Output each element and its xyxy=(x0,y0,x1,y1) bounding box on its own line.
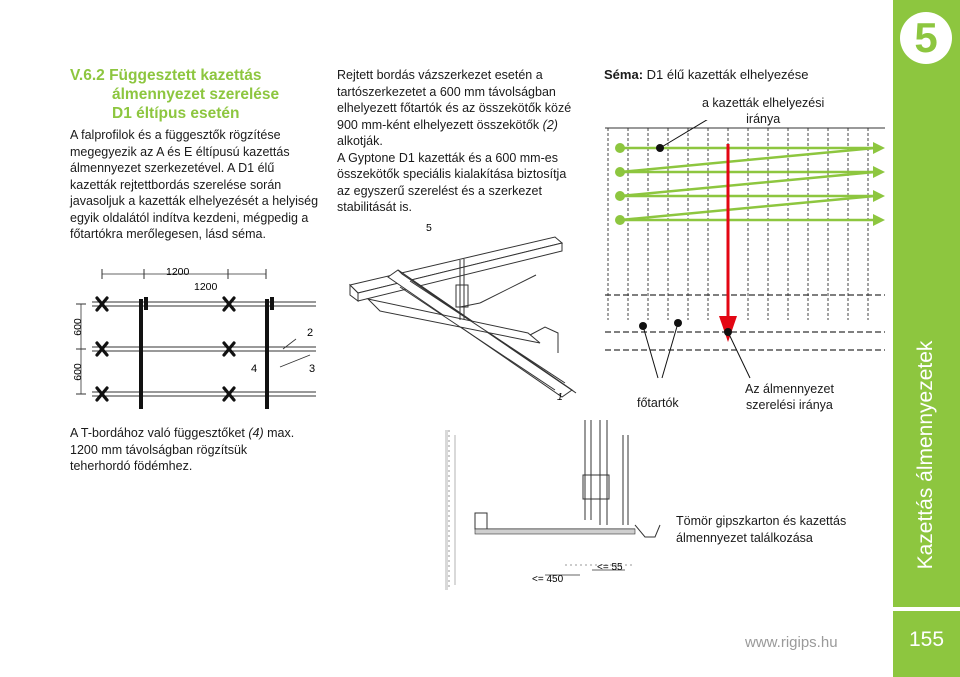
dim-top-1200-a: 1200 xyxy=(166,266,190,278)
placement-direction-label: a kazetták elhelyezési iránya xyxy=(702,95,824,127)
callout-2: 2 xyxy=(307,327,313,339)
section-heading: V.6.2 Függesztett kazettás álmennyezet s… xyxy=(70,66,315,123)
callout-1: 1 xyxy=(557,391,563,403)
install-label-line-1: Az álmennyezet xyxy=(745,382,834,396)
dim-450: <= 450 xyxy=(532,574,564,585)
hanger-caption-italic: (4) xyxy=(248,426,264,440)
callout-3: 3 xyxy=(309,363,315,375)
middle-p1-italic: (2) xyxy=(542,117,558,132)
page-number-box xyxy=(893,607,960,677)
placement-arrows xyxy=(619,146,876,222)
intro-paragraph: A falprofilok és a függesztők rögzítése … xyxy=(70,128,319,241)
hanger-caption: A T-bordához való függesztőket (4) max. … xyxy=(70,425,310,475)
middle-paragraph: Rejtett bordás vázszerkezet esetén a tar… xyxy=(337,67,582,216)
chapter-sidebar xyxy=(893,0,960,677)
junction-caption: Tömör gipszkarton és kazettás álmennyeze… xyxy=(676,513,846,547)
dim-side-600-b: 600 xyxy=(72,363,84,381)
section-title-text: Kazettás álmennyezetek xyxy=(914,340,937,570)
dim-55: <= 55 xyxy=(597,562,623,573)
grid-plan-diagram: 1200 1200 600 600 2 4 3 xyxy=(72,266,316,409)
junction-caption-line-1: Tömör gipszkarton és kazettás xyxy=(676,514,847,528)
middle-p1-after: alkotják. xyxy=(337,134,383,148)
junction-caption-line-2: álmennyezet találkozása xyxy=(676,531,813,545)
placement-label-line-1: a kazetták elhelyezési xyxy=(702,96,825,110)
junction-section-diagram: <= 450 <= 55 xyxy=(445,420,661,590)
isometric-frame-diagram: 5 1 xyxy=(349,222,577,403)
main-rails-label: főtartók xyxy=(637,396,679,410)
placement-schema-diagram xyxy=(605,120,885,379)
hanger-caption-after: max. 1200 mm távolságban rögzítsük teher… xyxy=(70,426,295,473)
placement-label-line-2: iránya xyxy=(746,112,781,126)
heading-line-1: V.6.2 Függesztett kazettás xyxy=(70,67,262,84)
chapter-number-badge: 5 xyxy=(900,12,952,64)
schema-title-bold: Séma: xyxy=(604,67,644,82)
schema-title: Séma: D1 élű kazetták elhelyezése xyxy=(604,67,809,82)
dim-side-600-a: 600 xyxy=(72,318,84,336)
install-label-line-2: szerelési iránya xyxy=(746,398,833,412)
middle-p2: A Gyptone D1 kazetták és a 600 mm-es öss… xyxy=(337,150,567,215)
schema-title-rest: D1 élű kazetták elhelyezése xyxy=(643,67,809,82)
middle-p1-before: Rejtett bordás vázszerkezet esetén a tar… xyxy=(337,68,572,132)
install-direction-label: Az álmennyezet szerelési iránya xyxy=(745,381,834,413)
callout-5: 5 xyxy=(426,222,432,234)
heading-line-3: D1 éltípus esetén xyxy=(112,105,240,122)
heading-line-2: álmennyezet szerelése xyxy=(112,86,280,103)
dim-top-1200-b: 1200 xyxy=(194,281,218,293)
page-number: 155 xyxy=(908,628,945,651)
main-rail-right xyxy=(265,299,269,409)
main-rail-left xyxy=(139,299,143,409)
website-url[interactable]: www.rigips.hu xyxy=(745,634,838,651)
hanger-caption-before: A T-bordához való függesztőket xyxy=(70,426,249,440)
callout-4: 4 xyxy=(251,363,257,375)
